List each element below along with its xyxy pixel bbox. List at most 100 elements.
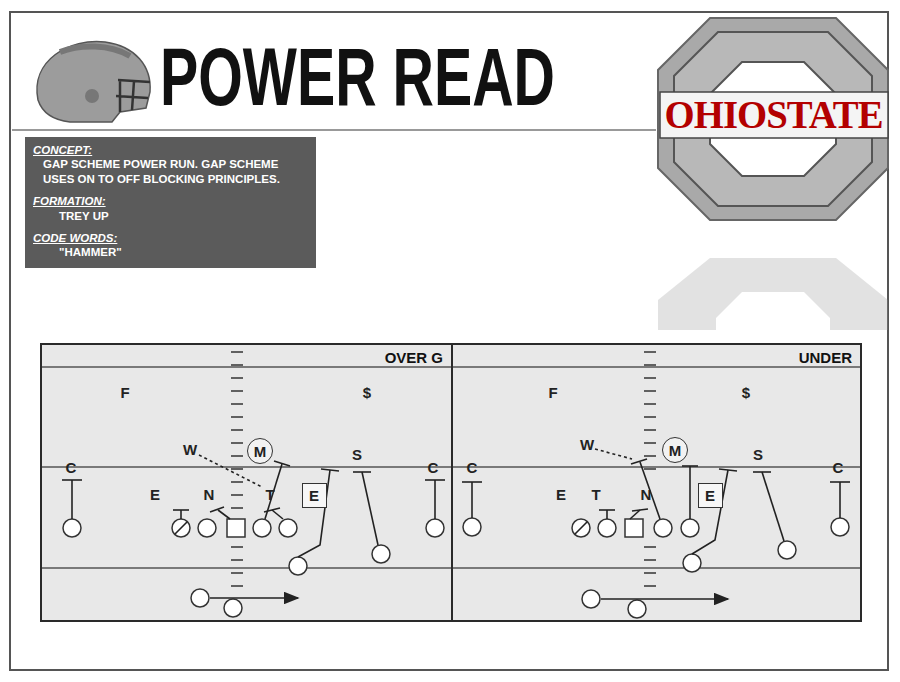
player-letter: C — [467, 460, 478, 475]
field-mark — [231, 455, 243, 457]
field-mark — [231, 585, 243, 587]
field-mark — [231, 377, 243, 379]
section-heading: CODE WORDS: — [33, 231, 308, 245]
field-mark — [631, 459, 647, 464]
offense-left — [63, 519, 444, 617]
field-mark — [644, 442, 656, 444]
field-mark — [575, 522, 587, 534]
field-mark — [599, 509, 615, 511]
field-mark — [644, 351, 656, 353]
player-letter: W — [183, 442, 197, 457]
field-mark — [372, 545, 390, 563]
field-mark — [231, 572, 243, 574]
field-mark — [231, 546, 243, 548]
offense-right — [463, 518, 849, 618]
field-mark — [175, 522, 187, 534]
field-mark — [85, 89, 99, 103]
front-label: UNDER — [799, 349, 852, 366]
field-mark — [831, 518, 849, 536]
player-letter: F — [120, 385, 129, 400]
field-mark — [644, 559, 656, 561]
field-mark — [231, 468, 243, 470]
field-mark — [426, 519, 444, 537]
player-letter: E — [705, 487, 715, 504]
field-mark — [660, 92, 888, 138]
field-mark — [681, 519, 699, 537]
slide-title: POWER READ — [160, 36, 555, 118]
field-mark — [778, 541, 796, 559]
field-mark — [471, 482, 473, 518]
player-letter: E — [150, 487, 160, 502]
field-mark — [231, 429, 243, 431]
field-mark — [116, 80, 150, 112]
player-letter: S — [352, 447, 362, 462]
field-mark — [362, 472, 378, 545]
field-mark — [231, 403, 243, 405]
player-letter: C — [428, 460, 439, 475]
field-mark — [279, 519, 297, 537]
field-mark — [173, 509, 189, 511]
field-mark — [40, 343, 452, 622]
section-heading: FORMATION: — [33, 194, 308, 208]
ohio-state-logo — [658, 18, 888, 220]
field-mark — [644, 403, 656, 405]
concept-box: CONCEPT:GAP SCHEME POWER RUN. GAP SCHEME… — [25, 137, 316, 268]
field-mark — [231, 390, 243, 392]
field-ground — [40, 343, 862, 622]
field-mark — [644, 377, 656, 379]
field-mark — [264, 508, 280, 512]
logo-wordmark: OHIOSTATE — [665, 95, 883, 135]
field-mark — [830, 481, 850, 483]
logo-reflection — [658, 258, 888, 330]
player-letter: C — [66, 460, 77, 475]
field-mark — [425, 479, 445, 481]
field-mark — [321, 469, 339, 471]
front-label: OVER G — [385, 349, 443, 366]
field-mark — [582, 590, 600, 608]
field-mark — [272, 510, 283, 519]
field-mark — [716, 292, 830, 330]
player-letter: C — [833, 460, 844, 475]
field-mark — [628, 600, 646, 618]
player-letter: E — [556, 487, 566, 502]
field-mark — [762, 472, 784, 541]
field-mark — [601, 598, 728, 600]
section-text: TREY UP — [33, 209, 308, 223]
player-letter: M — [669, 442, 682, 459]
field-mark — [753, 471, 771, 473]
field-mark — [632, 509, 648, 511]
field-mark — [658, 258, 888, 330]
field-mark — [353, 471, 371, 473]
field-mark — [231, 416, 243, 418]
field-mark — [462, 481, 482, 483]
blocks-left — [62, 455, 445, 598]
helmet-icon — [37, 42, 150, 122]
section-text: "HAMMER" — [33, 245, 308, 259]
field-mark — [227, 519, 245, 537]
key-defender-box: E — [698, 483, 723, 508]
section-heading: CONCEPT: — [33, 143, 308, 157]
field-mark — [644, 364, 656, 366]
player-letter: S — [753, 447, 763, 462]
field-mark — [689, 466, 691, 519]
field-mark — [62, 479, 82, 481]
field-mark — [231, 559, 243, 561]
field-mark — [12, 129, 656, 131]
field-mark — [595, 449, 632, 459]
field-mark — [198, 519, 216, 537]
field-mark — [231, 507, 243, 509]
play-diagram-panel: OVER G M E — [40, 343, 453, 622]
player-letter: E — [309, 487, 319, 504]
field-mark — [231, 494, 243, 496]
key-defender-circle: M — [247, 438, 273, 464]
field-mark — [719, 469, 737, 471]
field-mark — [210, 597, 298, 599]
field-mark — [434, 480, 436, 519]
field-mark — [640, 462, 660, 519]
field-mark — [683, 554, 701, 572]
player-letter: T — [591, 487, 600, 502]
field-mark — [644, 390, 656, 392]
player-letter: N — [641, 487, 652, 502]
field-mark — [606, 510, 608, 519]
player-letter: $ — [742, 385, 750, 400]
